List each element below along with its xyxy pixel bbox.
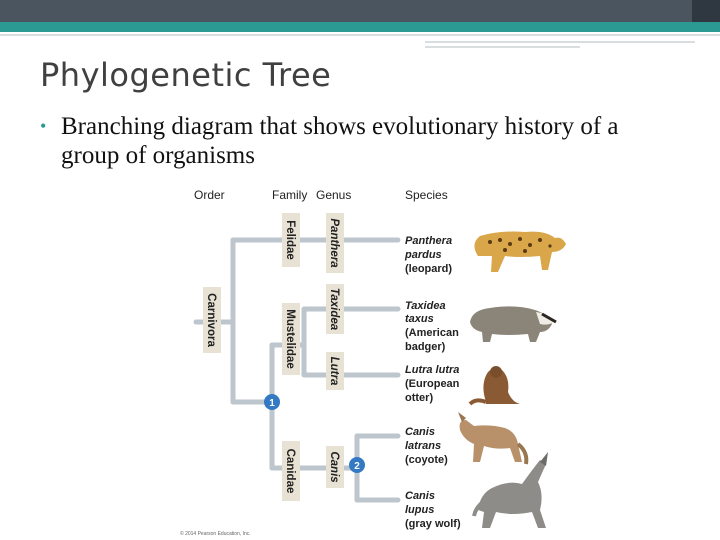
slide-title: Phylogenetic Tree xyxy=(40,56,332,94)
node-badge: 1 xyxy=(264,394,280,410)
coyote-illustration xyxy=(458,412,529,465)
genus-label-panthera: Panthera xyxy=(328,218,340,268)
species-name: Taxidea xyxy=(405,300,446,312)
family-label-box xyxy=(282,213,300,267)
gray-wolf-illustration xyxy=(472,452,548,528)
family-label-box xyxy=(282,303,300,375)
node-1-circle xyxy=(264,394,280,410)
species-name: Panthera xyxy=(405,235,452,247)
genus-label-box xyxy=(326,213,344,273)
copyright-notice: © 2014 Pearson Education, Inc. xyxy=(180,530,251,537)
species-common-name: (gray wolf) xyxy=(405,518,461,530)
species-label-otter: Lutra lutra (European otter) xyxy=(405,364,460,404)
slide-rule xyxy=(425,46,580,48)
branch-otter xyxy=(301,342,401,378)
genus-label-canis: Canis xyxy=(328,451,340,482)
family-label-felidae: Felidae xyxy=(284,220,296,260)
slide-rule xyxy=(425,41,695,43)
taxon-label-boxes xyxy=(203,213,344,501)
node-1-number: 1 xyxy=(269,398,275,409)
species-label-badger: Taxidea taxus (American badger) xyxy=(405,300,459,353)
species-common-name: otter) xyxy=(405,392,433,404)
family-label-box xyxy=(282,441,300,501)
species-name: pardus xyxy=(404,249,442,261)
node-2-number: 2 xyxy=(354,461,360,472)
slide-top-bar xyxy=(0,0,720,22)
genus-label-lutra: Lutra xyxy=(328,357,340,386)
bullet-point: • Branching diagram that shows evolution… xyxy=(40,112,680,170)
slide-rule xyxy=(0,34,720,36)
bullet-dot-icon: • xyxy=(40,116,47,136)
species-label-gray-wolf: Canis lupus (gray wolf) xyxy=(405,490,461,530)
species-name: Lutra lutra xyxy=(405,364,459,376)
header-family: Family xyxy=(272,188,307,202)
family-label-mustelidae: Mustelidae xyxy=(284,309,296,368)
genus-label-box xyxy=(326,446,344,488)
species-name: taxus xyxy=(405,313,434,325)
species-common-name: (leopard) xyxy=(405,263,452,275)
species-name: lupus xyxy=(405,504,434,516)
species-label-coyote: Canis latrans (coyote) xyxy=(405,426,448,466)
genus-label-box xyxy=(326,284,344,334)
species-common-name: (coyote) xyxy=(405,454,448,466)
species-common-name: badger) xyxy=(405,341,446,353)
leopard-illustration xyxy=(474,231,566,272)
node-2-circle xyxy=(349,457,365,473)
badger-illustration xyxy=(470,306,557,342)
header-order: Order xyxy=(194,188,225,202)
order-label: Carnivora xyxy=(205,293,217,347)
slide-accent-band xyxy=(0,22,720,32)
species-common-name: (European xyxy=(405,378,460,390)
species-label-leopard: Panthera pardus (leopard) xyxy=(404,235,452,275)
order-label-box xyxy=(203,287,221,353)
bullet-text: Branching diagram that shows evolutionar… xyxy=(61,113,619,169)
node-badge: 2 xyxy=(349,457,365,473)
species-name: Canis xyxy=(405,426,435,438)
species-name: Canis xyxy=(405,490,435,502)
otter-illustration xyxy=(468,366,520,406)
slide-top-bar-tail xyxy=(692,0,720,22)
species-common-name: (American xyxy=(405,327,459,339)
header-species: Species xyxy=(405,188,448,202)
family-label-canidae: Canidae xyxy=(284,449,296,494)
species-name: latrans xyxy=(405,440,441,452)
genus-label-box xyxy=(326,352,344,390)
header-genus: Genus xyxy=(316,188,351,202)
genus-label-taxidea: Taxidea xyxy=(328,288,340,331)
